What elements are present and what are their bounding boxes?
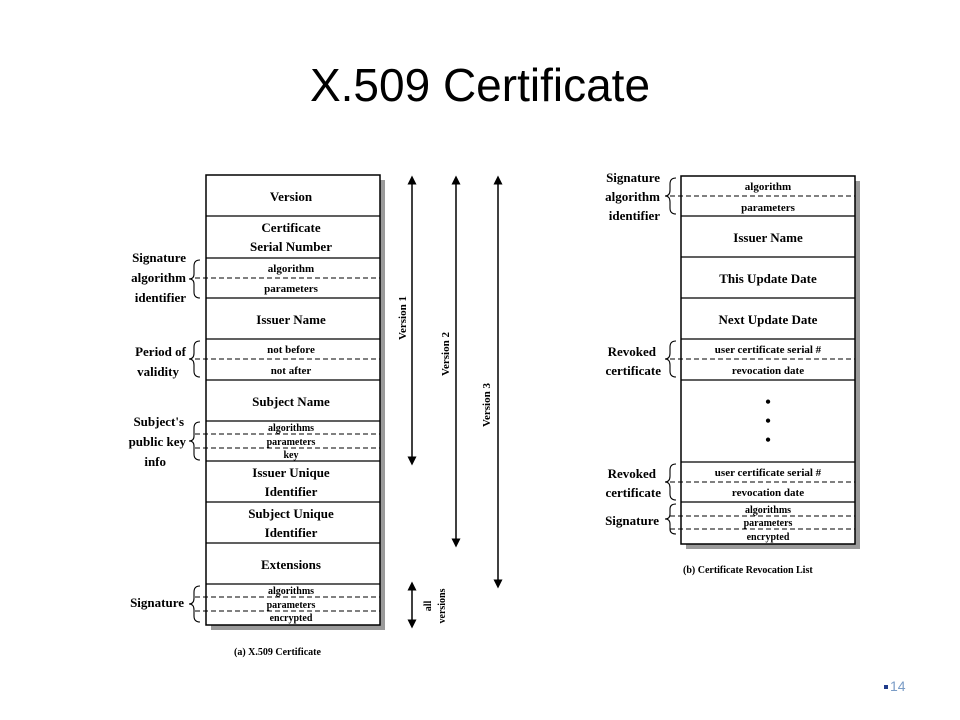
crl-label-revoked2-2: certificate: [605, 485, 661, 500]
crl-field-revocation-date-1: revocation date: [732, 365, 804, 377]
certificate-caption: (a) X.509 Certificate: [234, 647, 321, 658]
field-issuer-uid-line1: Issuer Unique: [252, 465, 330, 480]
version1-label: Version 1: [397, 296, 409, 340]
crl-label-sig-alg-2: algorithm: [605, 189, 660, 204]
field-sig-algorithms: algorithms: [268, 586, 314, 597]
field-pk-parameters: parameters: [267, 437, 316, 448]
crl-label-sig-alg-1: Signature: [606, 170, 660, 185]
brace-icon: [188, 585, 201, 623]
field-subject-name: Subject Name: [252, 394, 330, 409]
crl-label-revoked1-2: certificate: [605, 363, 661, 378]
page-number: 14: [884, 678, 906, 694]
label-pubkey-2: public key: [129, 434, 187, 449]
field-subject-uid-line1: Subject Unique: [248, 506, 334, 521]
field-serial-line2: Serial Number: [250, 239, 332, 254]
field-parameters: parameters: [264, 283, 318, 295]
brace-icon: [664, 177, 677, 215]
brace-icons: [188, 259, 201, 623]
label-signature: Signature: [130, 595, 184, 610]
crl-ellipsis-dot: •: [765, 413, 771, 430]
field-not-after: not after: [271, 365, 312, 377]
label-sig-alg-2: algorithm: [131, 270, 186, 285]
field-algorithm: algorithm: [268, 263, 314, 275]
version1-label-bg: [397, 286, 411, 348]
crl-field-algorithm: algorithm: [745, 181, 791, 193]
field-subject-uid-line2: Identifier: [265, 525, 318, 540]
field-serial-line1: Certificate: [261, 220, 320, 235]
bullet-icon: [884, 685, 888, 690]
crl-field-sig-algorithms: algorithms: [745, 505, 791, 516]
label-validity-1: Period of: [135, 344, 187, 359]
crl-label-signature: Signature: [605, 513, 659, 528]
crl-field-user-serial-1: user certificate serial #: [715, 344, 822, 356]
page-number-text: 14: [890, 678, 906, 694]
brace-icon: [664, 340, 677, 378]
label-sig-alg-1: Signature: [132, 250, 186, 265]
version3-label: Version 3: [481, 383, 493, 427]
crl-structure: algorithm parameters Issuer Name This Up…: [605, 170, 860, 576]
version-arrows: [407, 175, 503, 629]
crl-field-issuer-name: Issuer Name: [733, 230, 803, 245]
crl-ellipsis-dot: •: [765, 432, 771, 449]
crl-field-parameters: parameters: [741, 202, 795, 214]
crl-labels: Signature algorithm identifier Revoked c…: [605, 170, 661, 528]
field-issuer-uid-line2: Identifier: [265, 484, 318, 499]
certificate-structure: Version Certificate Serial Number algori…: [129, 174, 503, 658]
label-sig-alg-3: identifier: [135, 290, 186, 305]
crl-label-sig-alg-3: identifier: [609, 208, 660, 223]
crl-field-sig-encrypted: encrypted: [747, 532, 790, 543]
crl-field-user-serial-2: user certificate serial #: [715, 467, 822, 479]
crl-ellipsis-dot: •: [765, 394, 771, 411]
field-not-before: not before: [267, 344, 315, 356]
all-versions-label-1: all: [423, 601, 434, 612]
label-pubkey-3: info: [144, 454, 166, 469]
crl-brace-icons: [664, 177, 677, 535]
field-issuer-name: Issuer Name: [256, 312, 326, 327]
field-pk-algorithms: algorithms: [268, 423, 314, 434]
certificate-dashed-dividers: [195, 277, 380, 612]
field-sig-encrypted: encrypted: [270, 613, 313, 624]
crl-field-sig-parameters: parameters: [744, 518, 793, 529]
field-pk-key: key: [284, 450, 299, 461]
brace-icon: [188, 421, 201, 461]
crl-dividers: [681, 215, 855, 503]
crl-field-revocation-date-2: revocation date: [732, 487, 804, 499]
crl-box: [680, 175, 856, 545]
brace-icon: [188, 259, 201, 299]
crl-caption: (b) Certificate Revocation List: [683, 565, 813, 576]
brace-icon: [664, 503, 677, 535]
field-version: Version: [270, 189, 313, 204]
page-title: X.509 Certificate: [309, 59, 651, 111]
field-extensions: Extensions: [261, 557, 321, 572]
crl-label-revoked2-1: Revoked: [608, 466, 657, 481]
version2-label: Version 2: [440, 332, 452, 376]
crl-dashed-dividers: [670, 195, 855, 530]
brace-icon: [188, 340, 201, 378]
crl-field-this-update: This Update Date: [719, 271, 817, 286]
brace-icon: [664, 463, 677, 501]
all-versions-label-2: versions: [437, 588, 448, 623]
version3-label-bg: [481, 374, 495, 436]
certificate-labels: Signature algorithm identifier Period of…: [129, 250, 187, 610]
crl-label-revoked1-1: Revoked: [608, 344, 657, 359]
certificate-dividers: [206, 215, 380, 585]
label-pubkey-1: Subject's: [133, 414, 184, 429]
crl-field-next-update: Next Update Date: [719, 312, 818, 327]
certificate-box: [205, 174, 381, 626]
label-validity-2: validity: [137, 364, 179, 379]
field-sig-parameters: parameters: [267, 600, 316, 611]
version2-label-bg: [440, 322, 454, 384]
